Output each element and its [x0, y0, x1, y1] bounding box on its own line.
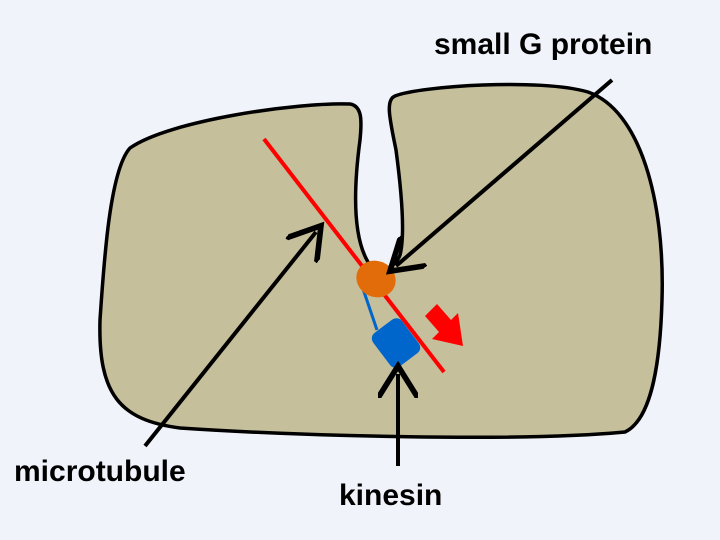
small-g-protein-label: small G protein: [434, 28, 653, 61]
microtubule-line: [262, 137, 446, 374]
microtubule-pointer-arrow: [143, 232, 316, 448]
kinesin-label: kinesin: [339, 479, 443, 512]
movement-direction-arrow: [425, 304, 463, 346]
small-g-protein-pointer-arrow: [396, 78, 614, 266]
small-g-protein-blob: [356, 260, 396, 298]
cell-body: [98, 82, 664, 439]
kinesin-motor: [371, 318, 421, 368]
microtubule-label: microtubule: [14, 455, 186, 488]
